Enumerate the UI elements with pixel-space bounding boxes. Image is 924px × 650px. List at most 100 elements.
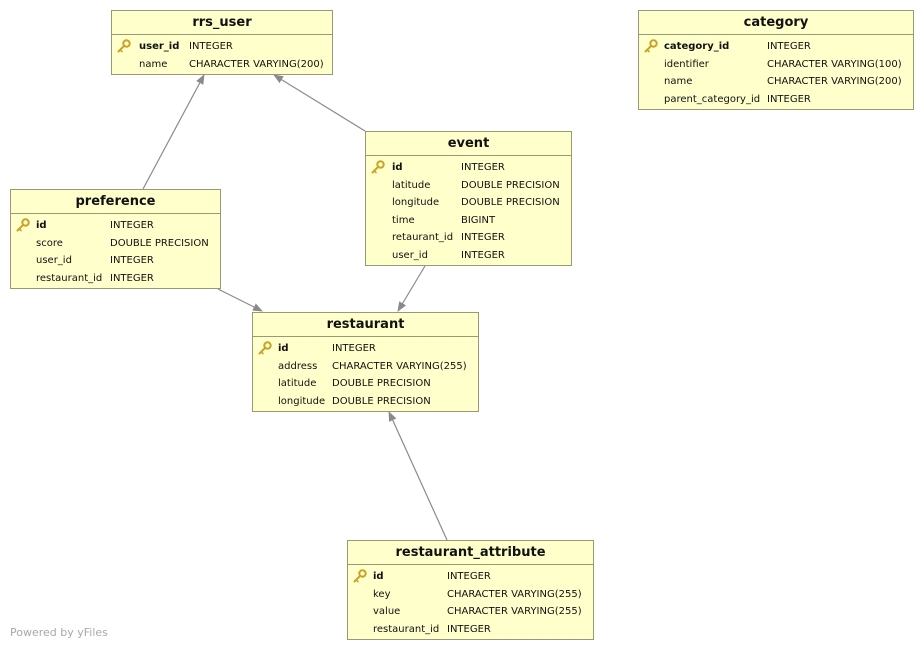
- column-name: category_id: [664, 41, 730, 52]
- entity-rrs-user[interactable]: rrs_user user_id INTEGER name CHARACTER VAR…: [111, 10, 333, 75]
- column-type: INTEGER: [447, 571, 491, 582]
- primary-key-icon: [644, 39, 658, 53]
- column-type: CHARACTER VARYING(255): [447, 588, 582, 600]
- entity-columns: user_id INTEGER name CHARACTER VARYING(200): [112, 35, 332, 73]
- column-type: INTEGER: [461, 249, 505, 261]
- column-name: name: [139, 58, 168, 70]
- column-row[interactable]: category_id INTEGER: [639, 38, 913, 56]
- column-type: INTEGER: [461, 162, 505, 173]
- column-name: address: [278, 360, 318, 372]
- column-type: INTEGER: [110, 272, 154, 284]
- column-type: DOUBLE PRECISION: [461, 197, 560, 209]
- column-row[interactable]: latitude DOUBLE PRECISION: [253, 375, 478, 393]
- entity-title: rrs_user: [112, 11, 332, 35]
- column-row[interactable]: longitude DOUBLE PRECISION: [253, 393, 478, 411]
- column-row[interactable]: name CHARACTER VARYING(200): [639, 73, 913, 91]
- column-row[interactable]: key CHARACTER VARYING(255): [348, 586, 593, 604]
- column-name: key: [373, 588, 391, 600]
- entity-title: restaurant: [253, 313, 478, 337]
- column-row[interactable]: user_id INTEGER: [112, 38, 332, 56]
- column-name: value: [373, 606, 401, 618]
- primary-key-icon: [117, 39, 131, 53]
- column-type: CHARACTER VARYING(200): [767, 76, 902, 88]
- column-type: BIGINT: [461, 214, 496, 226]
- entity-restaurant[interactable]: restaurant id INTEGER address CHARACTER VAR…: [252, 312, 479, 412]
- column-row[interactable]: latitude DOUBLE PRECISION: [366, 177, 571, 195]
- column-name: longitude: [278, 395, 326, 407]
- primary-key-icon: [371, 160, 385, 174]
- column-name: restaurant_id: [36, 272, 103, 284]
- column-name: user_id: [36, 255, 72, 267]
- column-name: latitude: [278, 378, 317, 390]
- column-type: CHARACTER VARYING(200): [189, 58, 324, 70]
- entity-title: event: [366, 132, 571, 156]
- column-row[interactable]: id INTEGER: [253, 340, 478, 358]
- column-row[interactable]: address CHARACTER VARYING(255): [253, 358, 478, 376]
- column-name: user_id: [392, 249, 428, 261]
- entity-title: preference: [11, 190, 220, 214]
- column-type: CHARACTER VARYING(255): [332, 360, 467, 372]
- relation-edge-preference-to-restaurant: [217, 288, 263, 312]
- primary-key-icon: [258, 341, 272, 355]
- column-row[interactable]: retaurant_id INTEGER: [366, 229, 571, 247]
- column-row[interactable]: longitude DOUBLE PRECISION: [366, 194, 571, 212]
- column-row[interactable]: user_id INTEGER: [366, 247, 571, 265]
- column-name: score: [36, 237, 63, 249]
- column-name: longitude: [392, 197, 440, 209]
- column-type: DOUBLE PRECISION: [461, 179, 560, 191]
- column-name: id: [392, 162, 403, 173]
- column-name: id: [278, 343, 289, 354]
- column-type: INTEGER: [332, 343, 376, 354]
- entity-title: restaurant_attribute: [348, 541, 593, 565]
- column-type: DOUBLE PRECISION: [332, 395, 431, 407]
- column-name: retaurant_id: [392, 232, 454, 244]
- column-name: parent_category_id: [664, 93, 761, 105]
- column-type: INTEGER: [189, 41, 233, 52]
- column-type: DOUBLE PRECISION: [332, 378, 431, 390]
- column-row[interactable]: name CHARACTER VARYING(200): [112, 56, 332, 74]
- relation-edge-preference-to-rrs_user: [142, 74, 205, 190]
- column-row[interactable]: restaurant_id INTEGER: [11, 270, 220, 288]
- relation-edge-restaurant_attribute-to-restaurant: [388, 411, 448, 541]
- column-type: INTEGER: [461, 232, 505, 244]
- column-type: CHARACTER VARYING(100): [767, 58, 902, 70]
- column-row[interactable]: value CHARACTER VARYING(255): [348, 603, 593, 621]
- column-row[interactable]: restaurant_id INTEGER: [348, 621, 593, 639]
- entity-columns: id INTEGER address CHARACTER VARYING(255) la…: [253, 337, 478, 410]
- primary-key-icon: [16, 218, 30, 232]
- column-type: INTEGER: [447, 623, 491, 635]
- column-name: restaurant_id: [373, 623, 440, 635]
- column-type: INTEGER: [110, 255, 154, 267]
- relation-edge-event-to-rrs_user: [273, 74, 366, 132]
- primary-key-icon: [353, 569, 367, 583]
- column-row[interactable]: score DOUBLE PRECISION: [11, 235, 220, 253]
- column-name: name: [664, 76, 693, 88]
- column-name: latitude: [392, 179, 431, 191]
- column-row[interactable]: id INTEGER: [366, 159, 571, 177]
- column-name: user_id: [139, 41, 180, 52]
- column-row[interactable]: time BIGINT: [366, 212, 571, 230]
- column-row[interactable]: id INTEGER: [11, 217, 220, 235]
- column-name: identifier: [664, 58, 709, 70]
- column-row[interactable]: user_id INTEGER: [11, 252, 220, 270]
- relation-edge-event-to-restaurant: [397, 265, 426, 312]
- column-type: DOUBLE PRECISION: [110, 237, 209, 249]
- column-type: CHARACTER VARYING(255): [447, 606, 582, 618]
- column-type: INTEGER: [110, 220, 154, 231]
- column-row[interactable]: identifier CHARACTER VARYING(100): [639, 56, 913, 74]
- entity-title: category: [639, 11, 913, 35]
- column-type: INTEGER: [767, 41, 811, 52]
- column-name: id: [36, 220, 47, 231]
- column-name: time: [392, 214, 415, 226]
